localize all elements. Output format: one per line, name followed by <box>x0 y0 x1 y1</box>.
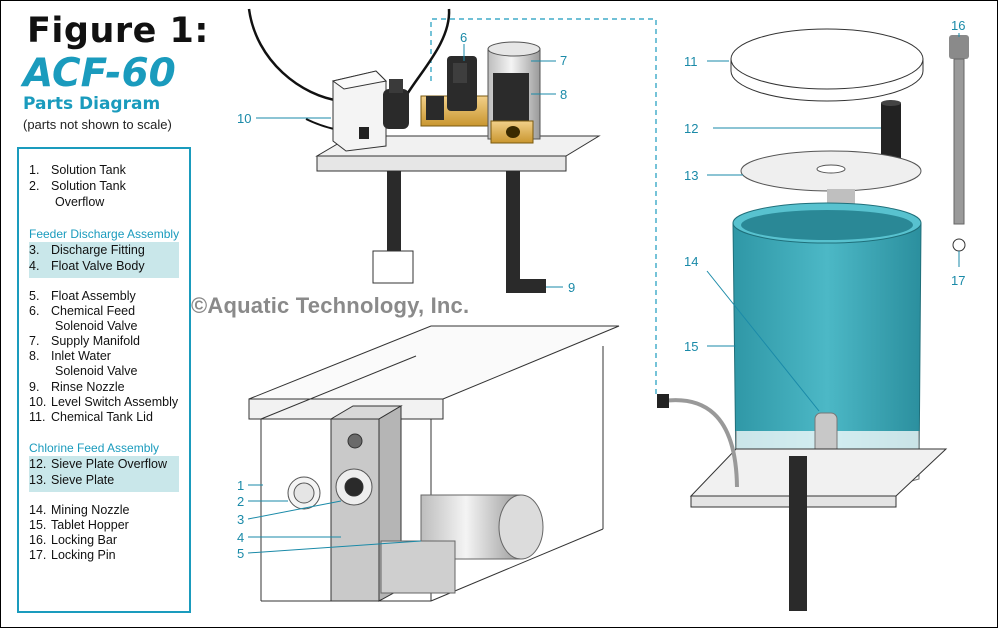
legend-item-12: 12.Sieve Plate Overflow <box>29 457 168 471</box>
model-name: ACF-60 <box>23 51 176 96</box>
legend-item-13: 13.Sieve Plate <box>29 473 115 487</box>
callout-11: 11 <box>684 54 698 69</box>
legend-item-7: 7.Supply Manifold <box>29 334 140 348</box>
cable <box>247 8 342 103</box>
callout-numbers: 1 2 3 4 5 6 7 8 9 10 11 12 13 14 15 16 1… <box>237 18 965 561</box>
solution-tank <box>248 325 620 602</box>
legend-item-8-cont: Solenoid Valve <box>55 364 138 378</box>
legend-item-9: 9.Rinse Nozzle <box>29 380 125 394</box>
chlorine-highlight <box>29 456 179 492</box>
diagram-subtitle: Parts Diagram <box>23 94 161 114</box>
callout-10: 10 <box>237 111 251 126</box>
legend-item-5: 5.Float Assembly <box>29 289 136 303</box>
copyright-watermark: ©Aquatic Technology, Inc. <box>191 293 470 318</box>
legend-item-3: 3.Discharge Fitting <box>29 243 145 257</box>
legend-item-4: 4.Float Valve Body <box>29 259 145 273</box>
cable <box>404 8 451 97</box>
figure-title: Figure 1: <box>27 11 209 51</box>
group-heading-chlorine: Chlorine Feed Assembly <box>29 441 160 455</box>
valve-shelf <box>315 41 601 293</box>
callout-14: 14 <box>684 254 698 269</box>
callout-leaders <box>247 33 960 554</box>
callout-16: 16 <box>951 18 965 33</box>
legend-item-1: 1.Solution Tank <box>29 163 126 177</box>
scale-note: (parts not shown to scale) <box>23 117 172 132</box>
legend-item-14: 14.Mining Nozzle <box>29 503 130 517</box>
callout-1: 1 <box>237 478 244 493</box>
callout-9: 9 <box>568 280 575 295</box>
callout-17: 17 <box>951 273 965 288</box>
callout-7: 7 <box>560 53 567 68</box>
parts-legend: 1.Solution Tank 2.Solution Tank Overflow… <box>17 147 191 613</box>
legend-item-15: 15.Tablet Hopper <box>29 518 129 532</box>
callout-13: 13 <box>684 168 698 183</box>
callout-2: 2 <box>237 494 244 509</box>
legend-item-17: 17.Locking Pin <box>29 548 116 562</box>
legend-item-6: 6.Chemical Feed <box>29 304 136 318</box>
callout-15: 15 <box>684 339 698 354</box>
legend-item-10: 10.Level Switch Assembly <box>29 395 179 409</box>
callout-12: 12 <box>684 121 698 136</box>
callout-6: 6 <box>460 30 467 45</box>
callout-4: 4 <box>237 530 244 545</box>
legend-item-11: 11.Chemical Tank Lid <box>29 410 153 424</box>
legend-item-6-cont: Solenoid Valve <box>55 319 138 333</box>
feeder-highlight <box>29 242 179 278</box>
callout-3: 3 <box>237 512 244 527</box>
legend-item-16: 16.Locking Bar <box>29 533 118 547</box>
legend-item-8: 8.Inlet Water <box>29 349 111 363</box>
group-heading-feeder: Feeder Discharge Assembly <box>29 227 180 241</box>
legend-item-2-cont: Overflow <box>55 195 105 209</box>
callout-5: 5 <box>237 546 244 561</box>
legend-item-2: 2.Solution Tank <box>29 179 126 193</box>
chlorine-feed-assembly <box>657 28 969 611</box>
callout-8: 8 <box>560 87 567 102</box>
